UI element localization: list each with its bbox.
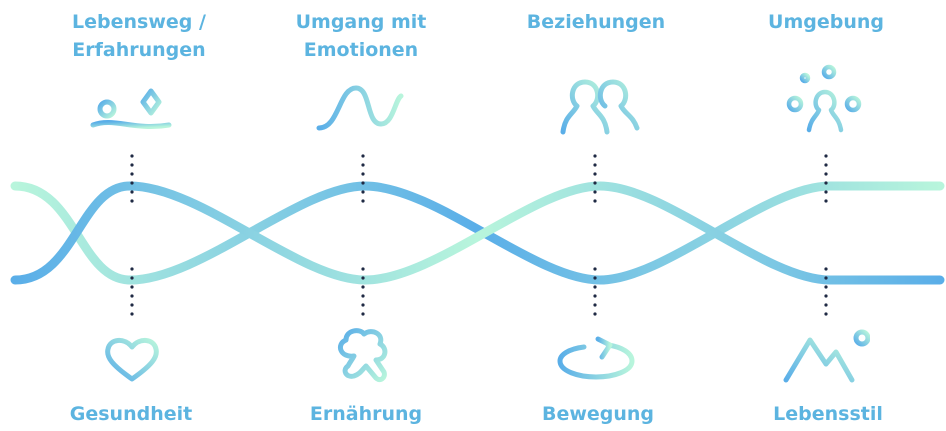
- connector-bottom-1: [130, 267, 134, 316]
- connector-top-2: [361, 154, 365, 203]
- heart-icon: [105, 338, 159, 382]
- wave-icon: [316, 85, 404, 131]
- mountain-sun-icon: [783, 329, 870, 383]
- helix-strand-a: [10, 181, 945, 285]
- broccoli-icon: [337, 328, 388, 383]
- community-icon: [786, 64, 862, 133]
- connector-top-4: [824, 154, 828, 203]
- people-icon: [560, 79, 640, 135]
- helix-strand-b: [10, 181, 945, 285]
- path-diamond-icon: [90, 88, 172, 130]
- connector-bottom-3: [593, 267, 597, 316]
- label-beziehungen: Beziehungen: [526, 11, 666, 33]
- connector-bottom-2: [361, 267, 365, 316]
- label-umgebung: Umgebung: [768, 11, 884, 33]
- label-emotionen: Umgang mit Emotionen: [295, 11, 427, 61]
- label-ernaehrung: Ernährung: [309, 403, 423, 425]
- label-gesundheit: Gesundheit: [69, 403, 193, 425]
- label-bewegung: Bewegung: [541, 403, 655, 425]
- connector-top-1: [130, 154, 134, 203]
- rotate-arrow-icon: [557, 336, 635, 380]
- connector-bottom-4: [824, 267, 828, 316]
- label-lebensstil: Lebensstil: [773, 403, 883, 425]
- connector-top-3: [593, 154, 597, 203]
- label-lebensweg: Lebensweg / Erfahrungen: [72, 11, 206, 61]
